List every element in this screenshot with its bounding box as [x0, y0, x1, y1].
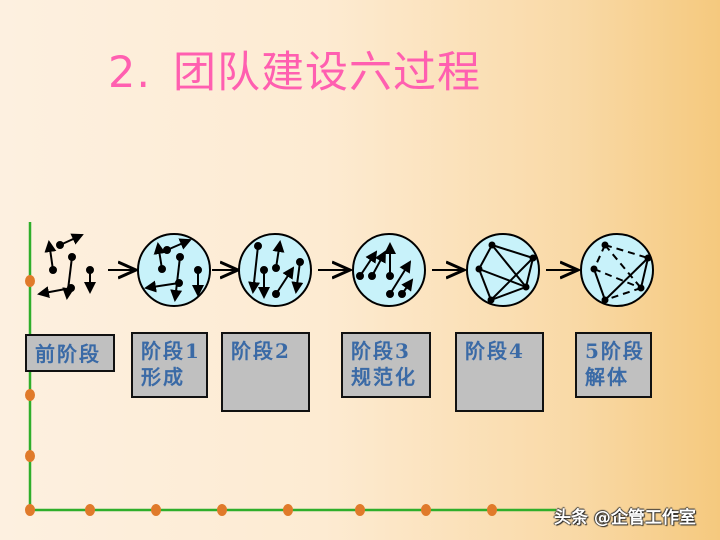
circle-partially-aligned-pins-icon: [238, 233, 312, 307]
axis-frame: [25, 222, 556, 516]
circle-random-pins-icon: [137, 233, 211, 307]
page-title: 2. 团队建设六过程: [108, 38, 481, 100]
stage-label-line1: 5阶段: [585, 339, 645, 363]
title-number: 2.: [108, 48, 152, 98]
circle-dashed-network-icon: [580, 233, 654, 307]
stage-label-1: 阶段1 形成: [131, 332, 208, 398]
stage-label-2: 阶段2: [221, 332, 310, 412]
circle-fully-connected-network-icon: [466, 233, 540, 307]
title-text: 团队建设六过程: [173, 48, 482, 98]
stage-label-line1: 前阶段: [35, 342, 101, 366]
watermark: 头条 @企管工作室: [554, 508, 696, 528]
stage-label-line1: 阶段3: [351, 339, 411, 363]
stage-label-line2: 规范化: [351, 365, 417, 389]
stage-label-4: 阶段4: [455, 332, 544, 412]
stage-label-3: 阶段3 规范化: [341, 332, 431, 398]
stage-label-line1: 阶段4: [465, 339, 525, 363]
scattered-pins-icon: [37, 233, 96, 300]
circle-aligned-pins-icon: [352, 233, 426, 307]
stage-label-line2: 解体: [585, 365, 629, 389]
stage-label-line2: 形成: [141, 365, 185, 389]
stage-label-pre: 前阶段: [25, 334, 115, 372]
stage-label-5: 5阶段 解体: [575, 332, 652, 398]
stage-label-line1: 阶段1: [141, 339, 201, 363]
stage-label-line1: 阶段2: [231, 339, 291, 363]
